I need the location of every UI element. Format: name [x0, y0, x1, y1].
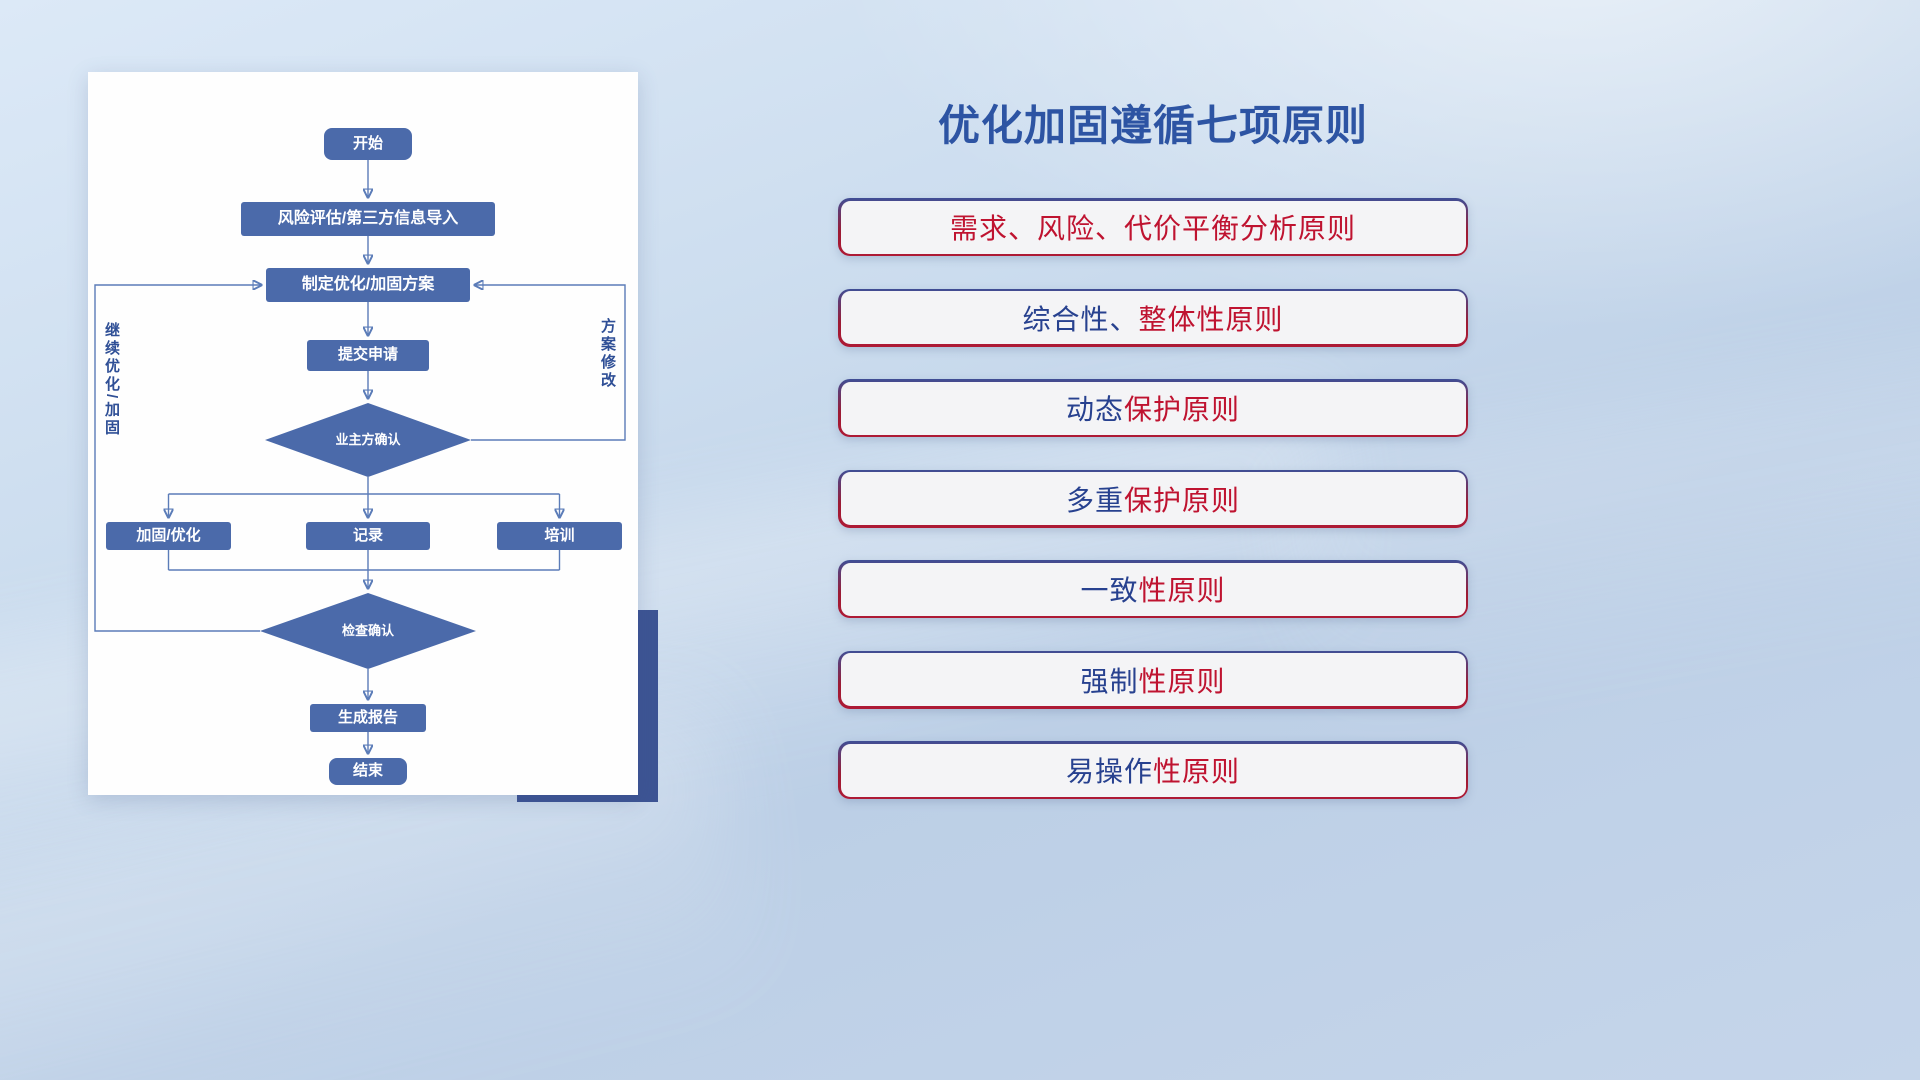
principle-label: 易操作性原则 — [1066, 750, 1240, 790]
principle-text-segment: 需求、风险、代价平衡分析原则 — [949, 213, 1356, 244]
principle-label: 综合性、整体性原则 — [1022, 298, 1283, 338]
principle-text-segment: 强制 — [1080, 665, 1139, 697]
flow-node-submit: 提交申请 — [307, 340, 429, 371]
principle-text-segment: 保护原则 — [1124, 394, 1241, 425]
principle-label: 动态保护原则 — [1066, 388, 1240, 428]
principle-text-segment: 综合性、 — [1022, 303, 1139, 335]
principle-item: 强制性原则 — [838, 650, 1468, 709]
flow-node-harden: 加固/优化 — [106, 522, 231, 550]
principle-item: 综合性、整体性原则 — [838, 288, 1468, 347]
flow-node-end: 结束 — [329, 758, 407, 785]
principle-item-inner: 多重保护原则 — [840, 472, 1466, 525]
principle-label: 多重保护原则 — [1066, 479, 1240, 519]
flow-node-make-plan: 制定优化/加固方案 — [266, 268, 470, 302]
principle-text-segment: 多重 — [1065, 484, 1124, 516]
principle-text-segment: 性原则 — [1138, 575, 1226, 606]
flowchart-card: 开始 风险评估/第三方信息导入 制定优化/加固方案 提交申请 业主方确认 加固/… — [88, 72, 638, 795]
principle-label: 需求、风险、代价平衡分析原则 — [950, 207, 1356, 247]
principle-label: 一致性原则 — [1080, 569, 1225, 609]
flow-node-training: 培训 — [497, 522, 622, 550]
principle-item: 一致性原则 — [838, 560, 1468, 618]
principle-item-inner: 一致性原则 — [840, 562, 1466, 616]
principle-text-segment: 动态 — [1065, 394, 1124, 425]
principles-list: 需求、风险、代价平衡分析原则 综合性、整体性原则 动态保护原则 多重保护原则 一… — [838, 198, 1468, 799]
principle-item-inner: 动态保护原则 — [840, 381, 1466, 435]
page-title: 优化加固遵循七项原则 — [937, 102, 1368, 149]
principle-text-segment: 保护原则 — [1124, 484, 1241, 516]
loop-label-continue-optimize: 继续优化/加固 — [103, 322, 120, 438]
flowchart-connectors — [94, 160, 626, 795]
loop-label-plan-revise: 方案修改 — [599, 318, 616, 390]
principle-item: 动态保护原则 — [838, 379, 1468, 437]
principle-text-segment: 易操作 — [1065, 756, 1153, 787]
principle-item: 需求、风险、代价平衡分析原则 — [838, 198, 1468, 256]
principle-item-inner: 易操作性原则 — [840, 743, 1466, 797]
principle-item-inner: 综合性、整体性原则 — [840, 291, 1466, 344]
flow-node-record: 记录 — [306, 522, 430, 550]
principle-item-inner: 需求、风险、代价平衡分析原则 — [840, 200, 1466, 254]
principle-text-segment: 整体性原则 — [1138, 303, 1284, 335]
principle-text-segment: 性原则 — [1153, 756, 1241, 787]
principle-text-segment: 一致 — [1080, 575, 1139, 606]
principle-text-segment: 性原则 — [1138, 665, 1226, 697]
principle-item-inner: 强制性原则 — [840, 653, 1466, 706]
principle-item: 多重保护原则 — [838, 469, 1468, 528]
flow-node-report: 生成报告 — [310, 704, 426, 732]
flow-node-start: 开始 — [324, 128, 412, 160]
principle-item: 易操作性原则 — [838, 741, 1468, 799]
principle-label: 强制性原则 — [1080, 660, 1225, 700]
flow-node-risk-import: 风险评估/第三方信息导入 — [241, 202, 495, 236]
